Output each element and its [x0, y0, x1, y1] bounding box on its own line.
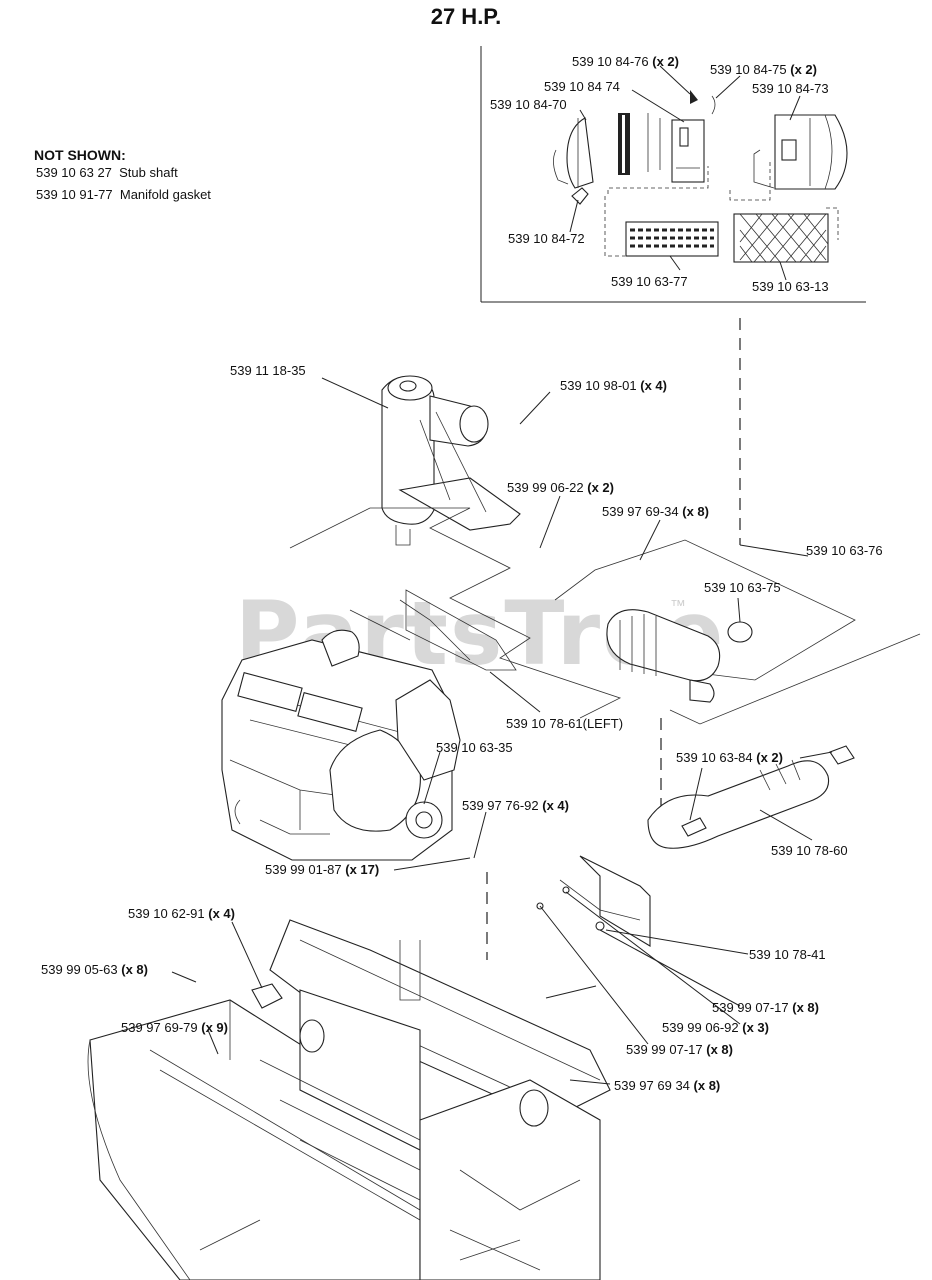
callout-label: 539 10 63-77 [611, 274, 688, 289]
diagram-title: 27 H.P. [430, 4, 502, 29]
not-shown-part-number: 539 10 91-77 [36, 187, 113, 202]
callout-label: 539 10 63-13 [752, 279, 829, 294]
callout-label: 539 10 63-35 [436, 740, 513, 755]
callout-label: 539 99 01-87 (x 17) [265, 862, 379, 877]
callout-label: 539 11 18-35 [230, 363, 306, 378]
callout-label: 539 10 62-91 (x 4) [128, 906, 235, 921]
callout-label: 539 97 69 34 (x 8) [614, 1078, 720, 1093]
not-shown-heading: NOT SHOWN: [34, 147, 126, 163]
callout-label: 539 10 98-01 (x 4) [560, 378, 667, 393]
callout-label: 539 97 76-92 (x 4) [462, 798, 569, 813]
callout-label: 539 99 05-63 (x 8) [41, 962, 148, 977]
callout-label: 539 10 63-75 [704, 580, 781, 595]
callout-label: 539 10 78-61(LEFT) [506, 716, 623, 731]
not-shown-description: Stub shaft [119, 165, 178, 180]
mounting-bracket [536, 855, 651, 947]
callout-label: 539 10 84-75 (x 2) [710, 62, 817, 77]
not-shown-item: 539 10 91-77 Manifold gasket [36, 187, 211, 202]
callout-label: 539 99 07-17 (x 8) [712, 1000, 819, 1015]
callout-label: 539 10 78-41 [749, 947, 826, 962]
engine-block [221, 599, 471, 861]
callout-label: 539 10 63-84 (x 2) [676, 750, 783, 765]
muffler-assembly [381, 375, 521, 546]
air-intake-hose [647, 745, 855, 849]
callout-label: 539 97 69-34 (x 8) [602, 504, 709, 519]
tractor-frame [87, 919, 611, 1280]
air-cleaner-assembly [289, 507, 921, 725]
callout-label: 539 99 06-92 (x 3) [662, 1020, 769, 1035]
not-shown-item: 539 10 63 27 Stub shaft [36, 165, 178, 180]
callout-label: 539 10 84-73 [752, 81, 829, 96]
callout-label: 539 99 06-22 (x 2) [507, 480, 614, 495]
callout-label: 539 10 84-72 [508, 231, 585, 246]
not-shown-part-number: 539 10 63 27 [36, 165, 112, 180]
callout-label: 539 10 84-70 [490, 97, 567, 112]
callout-labels: 539 10 84-76 (x 2) 539 10 84-75 (x 2) 53… [41, 54, 883, 1093]
watermark-trademark: ™ [670, 598, 686, 615]
callout-label: 539 10 78-60 [771, 843, 848, 858]
callout-label: 539 10 84 74 [544, 79, 620, 94]
callout-label: 539 10 63-76 [806, 543, 883, 558]
not-shown-description: Manifold gasket [119, 187, 211, 202]
callout-label: 539 97 69-79 (x 9) [121, 1020, 228, 1035]
callout-label: 539 99 07-17 (x 8) [626, 1042, 733, 1057]
callout-label: 539 10 84-76 (x 2) [572, 54, 679, 69]
air-filter-detail-inset [480, 46, 866, 303]
callout-leader-lines [171, 65, 833, 1085]
